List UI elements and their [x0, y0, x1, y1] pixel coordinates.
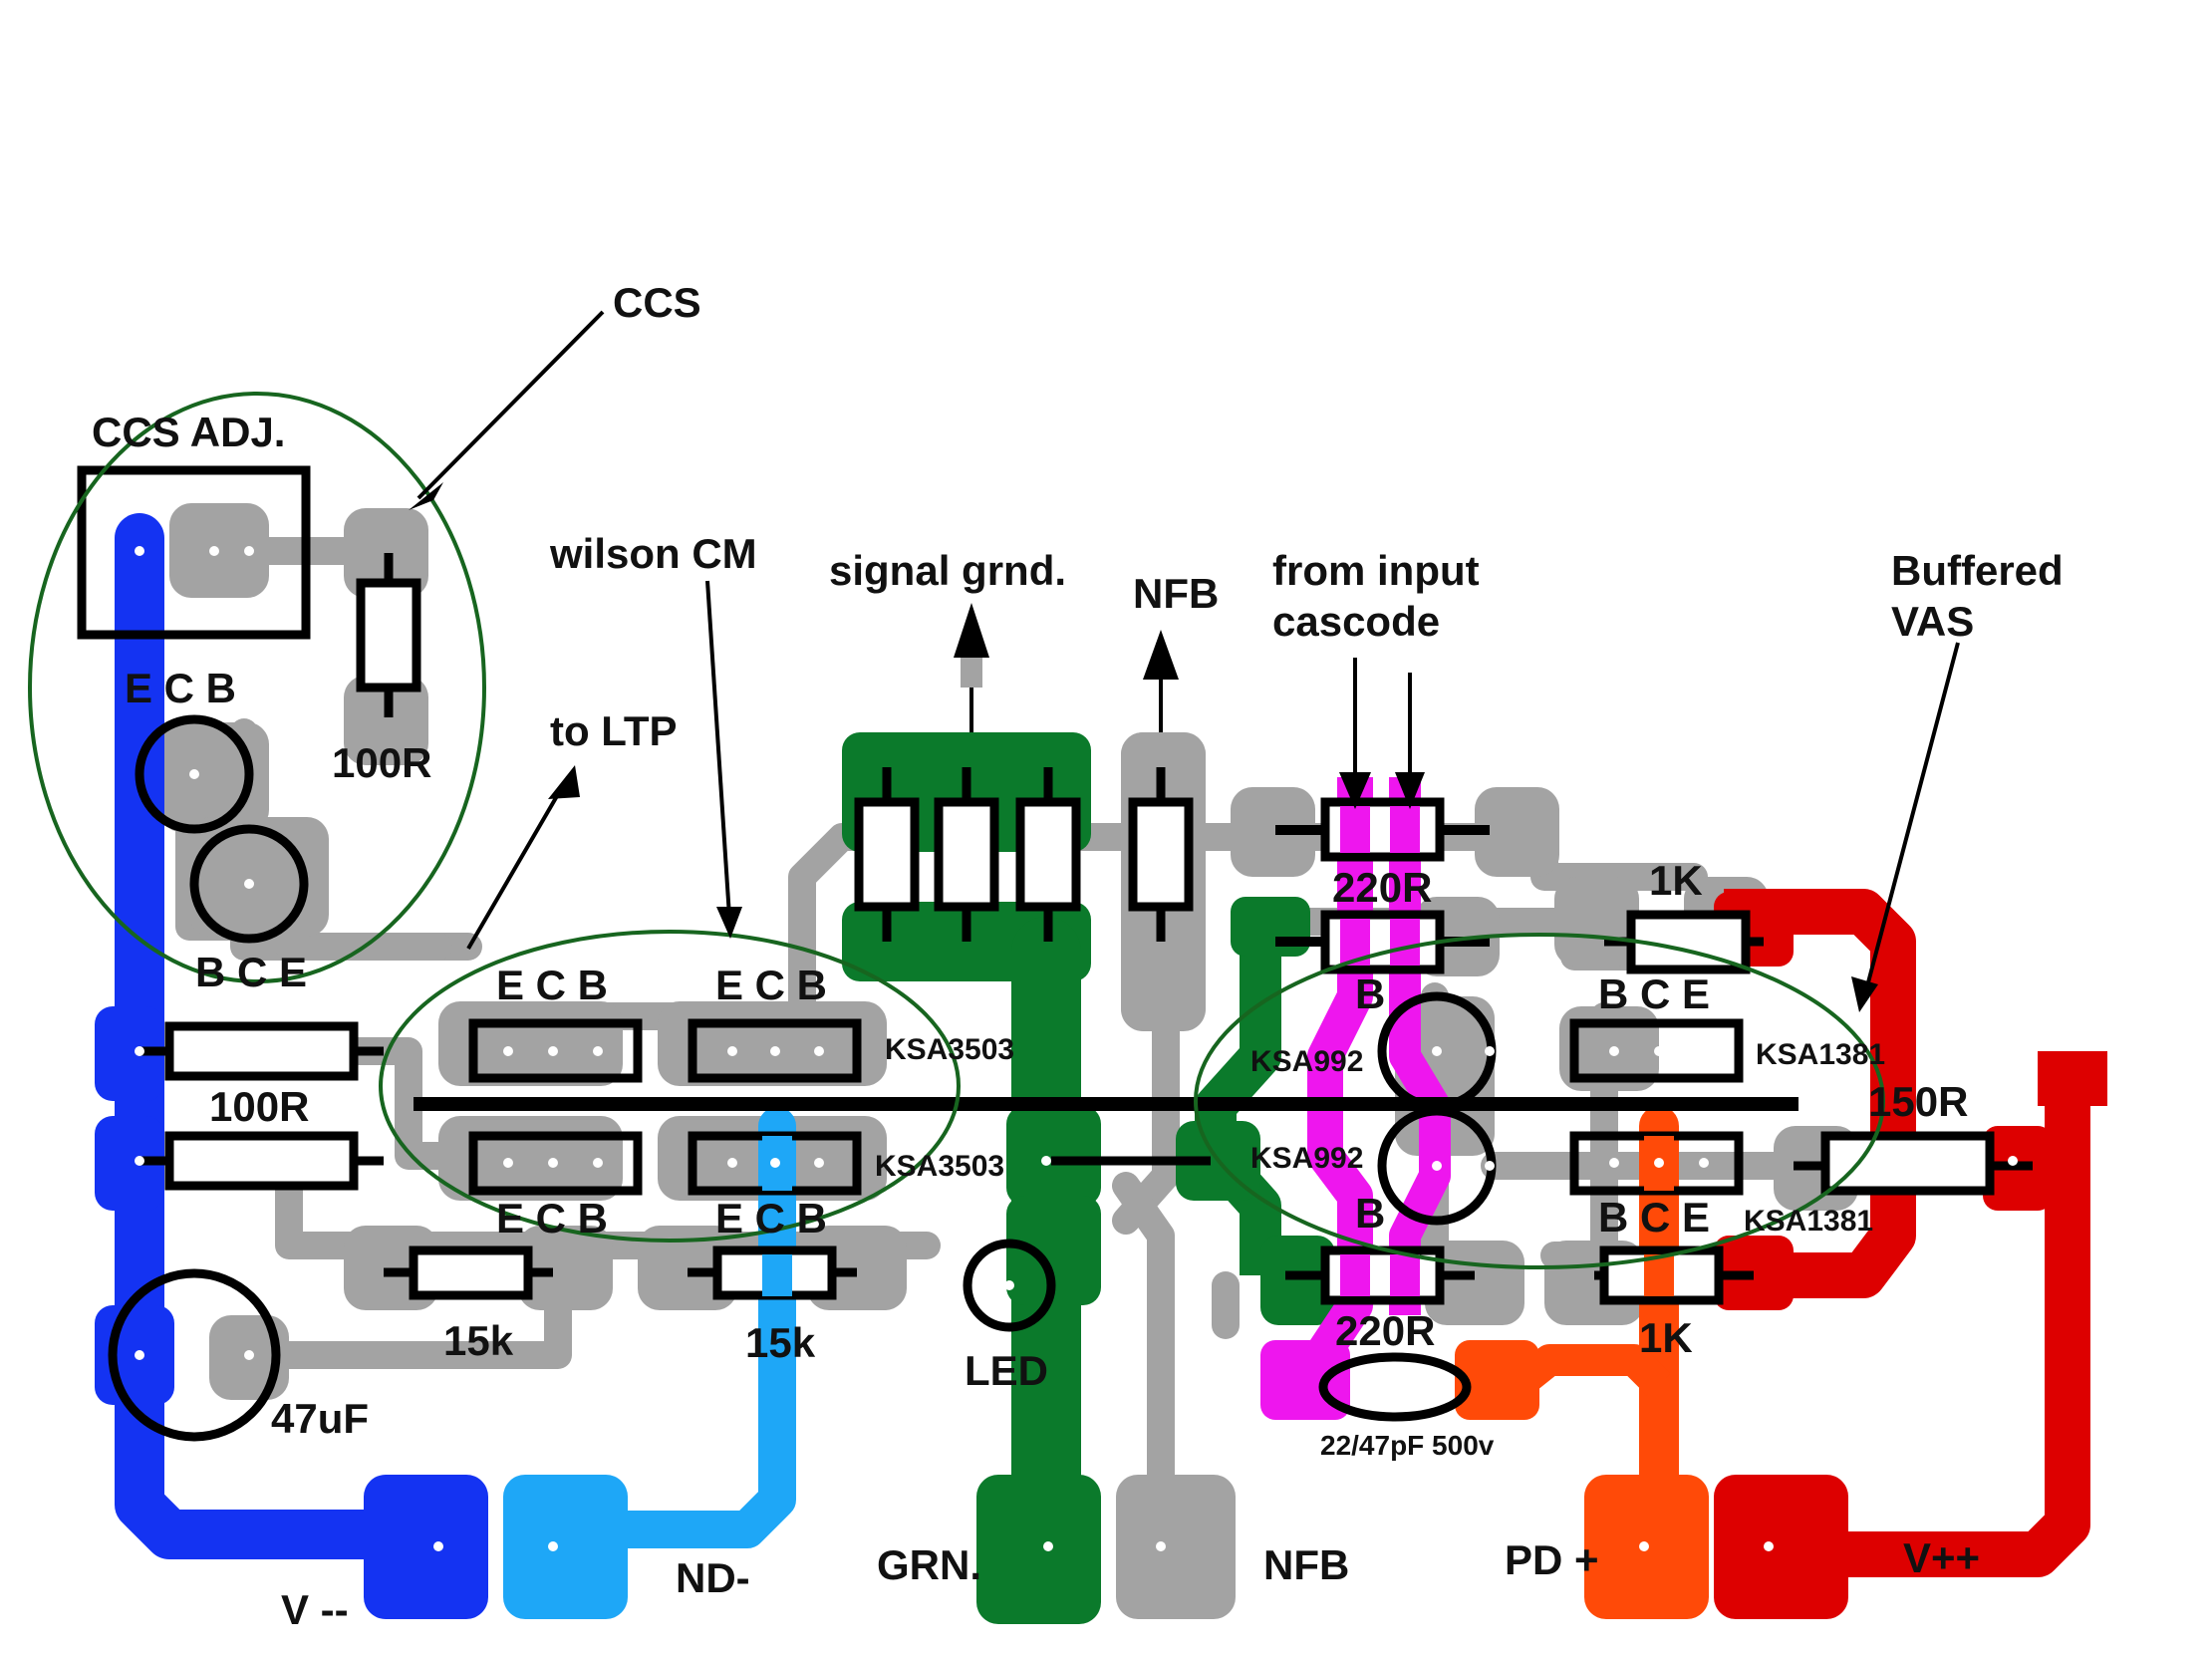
label-from-input-2: cascode	[1272, 598, 1440, 645]
pins-ecb-wilson-tl: E C B	[496, 962, 608, 1008]
pins-bce-ksa1381-top: B C E	[1598, 970, 1710, 1017]
resistor-100r-a	[164, 1021, 359, 1081]
pins-b-ksa992-bottom: B	[1355, 1190, 1385, 1237]
resistor-15k-left	[409, 1245, 533, 1300]
label-r-1k-bottom: 1K	[1639, 1314, 1693, 1361]
pad-dots	[135, 546, 2018, 1551]
label-to-ltp: to LTP	[550, 707, 678, 754]
label-v-pos: V++	[1903, 1534, 1980, 1581]
resistor-gnd-3	[1015, 797, 1081, 912]
label-nfb-top: NFB	[1133, 570, 1219, 617]
label-ksa1381-bottom: KSA1381	[1744, 1205, 1873, 1238]
label-v-neg: V --	[281, 1586, 349, 1633]
wilson-group-outline	[379, 930, 961, 1243]
ccs-adj-pot	[77, 465, 311, 640]
pins-ecb-wilson-tr: E C B	[715, 962, 827, 1008]
label-r-15k-left: 15k	[443, 1317, 514, 1364]
ccs-transistor-lower	[189, 824, 309, 944]
ksa3503-right-top	[688, 1018, 862, 1083]
label-r-220r-bottom: 220R	[1335, 1307, 1435, 1354]
label-ksa3503-bottom: KSA3503	[875, 1150, 1004, 1183]
label-cap-miller: 22/47pF 500v	[1320, 1430, 1495, 1461]
arrowheads	[409, 482, 1878, 1012]
led-outline	[963, 1239, 1056, 1332]
pin-labels: E C B B C E E C B E C B E C B E C B B B …	[125, 665, 1710, 1242]
ksa1381-top	[1569, 1018, 1744, 1083]
label-wilson-cm: wilson CM	[549, 530, 757, 577]
component-labels: 100R 100R 15k 15k 47uF LED KSA3503 KSA35…	[209, 739, 1968, 1461]
label-pd-pos: PD +	[1505, 1536, 1599, 1583]
cap-miller-outline	[1318, 1352, 1472, 1422]
annotation-labels: CCS CCS ADJ. wilson CM to LTP signal grn…	[92, 279, 2064, 754]
label-ccs-adj: CCS ADJ.	[92, 409, 285, 455]
label-r-220r-top: 220R	[1332, 864, 1432, 911]
ccs-group-outline	[28, 392, 486, 983]
pins-b-ksa992-top: B	[1355, 970, 1385, 1017]
wilson-overlay	[762, 1136, 792, 1296]
supply-positive-trace	[1714, 889, 2107, 1619]
group-outlines	[28, 392, 1885, 1269]
ksa3503-left-top	[468, 1018, 643, 1083]
label-r-15k-right: 15k	[745, 1319, 816, 1366]
label-r-150r: 150R	[1868, 1078, 1968, 1125]
pins-bce-ksa1381-bottom: B C E	[1598, 1194, 1710, 1241]
ground-trace	[842, 732, 1335, 1624]
label-cap-47uf: 47uF	[271, 1395, 369, 1442]
vas-group-outline	[1194, 933, 1885, 1269]
label-signal-grnd: signal grnd.	[829, 547, 1066, 594]
ksa3503-left-bottom	[468, 1131, 643, 1196]
pins-ecb-wilson-bl: E C B	[496, 1195, 608, 1242]
cap-47uf-outline	[108, 1268, 281, 1442]
ccs-transistor-upper	[135, 714, 254, 834]
label-buffered-1: Buffered	[1891, 547, 2064, 594]
label-grn: GRN.	[877, 1541, 981, 1588]
label-nd-neg: ND-	[676, 1554, 750, 1601]
label-nfb: NFB	[1263, 1541, 1349, 1588]
resistor-100r-b	[164, 1131, 359, 1191]
label-ksa992-top: KSA992	[1250, 1045, 1363, 1078]
label-buffered-2: VAS	[1891, 598, 1974, 645]
pins-ecb-wilson-br: E C B	[715, 1195, 827, 1242]
label-r-1k-top: 1K	[1649, 857, 1703, 904]
resistor-gnd-1	[854, 797, 920, 912]
label-r-ccs: 100R	[332, 739, 431, 786]
nd-negative-trace	[503, 1107, 796, 1619]
resistor-gnd-2	[934, 797, 999, 912]
label-ccs: CCS	[613, 279, 701, 326]
pins-bce-ccs: B C E	[195, 949, 307, 995]
label-from-input-1: from input	[1272, 547, 1480, 594]
resistor-nfb	[1128, 797, 1194, 912]
resistor-ccs-100r	[356, 578, 421, 692]
label-ksa3503-top: KSA3503	[885, 1033, 1014, 1066]
label-r-100r-left: 100R	[209, 1083, 309, 1130]
label-ksa1381-top: KSA1381	[1756, 1038, 1885, 1071]
label-led: LED	[965, 1347, 1048, 1394]
resistor-150r	[1820, 1131, 1995, 1196]
label-ksa992-bottom: KSA992	[1250, 1142, 1363, 1175]
pins-ecb-ccs: E C B	[125, 665, 236, 711]
terminal-labels: V -- ND- GRN. NFB PD + V++	[281, 1534, 1980, 1633]
